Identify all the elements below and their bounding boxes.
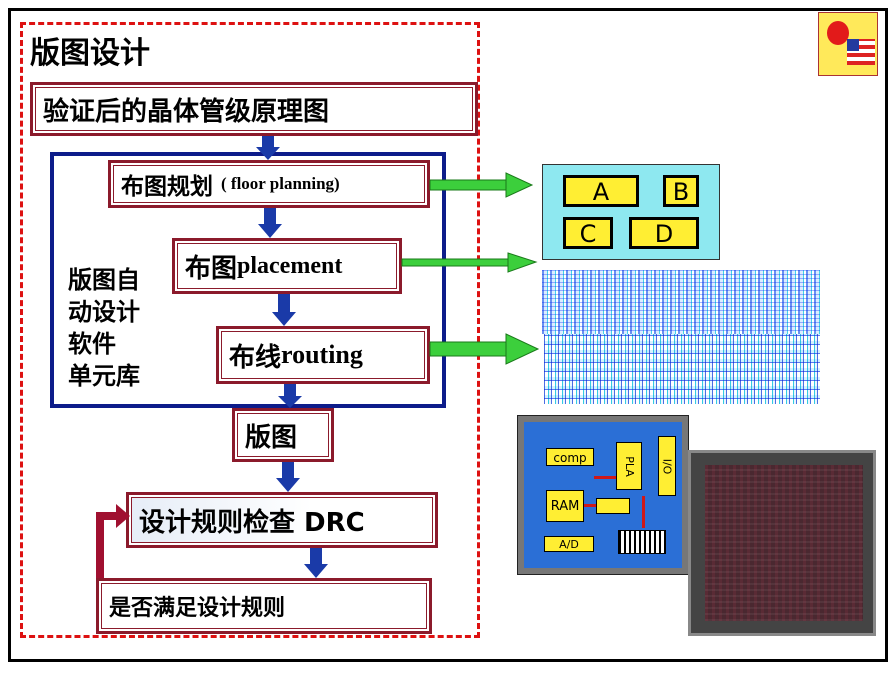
- block-a-label: A: [592, 178, 610, 206]
- drc-box: 设计规则检查 DRC: [126, 492, 438, 548]
- placement-en: placement: [237, 252, 343, 279]
- io-label: I/O: [660, 458, 674, 474]
- arrow-down-2: [258, 208, 282, 238]
- wire-red-2: [584, 504, 596, 507]
- block-a: A: [563, 175, 639, 207]
- blue-arrows: [256, 136, 328, 578]
- flag-canton: [847, 39, 859, 51]
- register-block: [596, 498, 630, 514]
- satisfy-label: 是否满足设计规则: [109, 596, 286, 621]
- schematic-box: 验证后的晶体管级原理图: [30, 82, 478, 136]
- balloon-icon: [827, 21, 849, 45]
- ram-label: RAM: [550, 499, 580, 514]
- arrow-down-3: [272, 294, 296, 326]
- dashed-frame: [20, 22, 480, 638]
- schematic-label: 验证后的晶体管级原理图: [43, 96, 330, 127]
- block-c: C: [563, 217, 613, 249]
- routing-box: 布线 routing: [216, 326, 430, 384]
- routing-cn: 布线: [229, 342, 282, 373]
- corner-decoration-icon: [818, 12, 878, 76]
- pla-label: PLA: [622, 455, 636, 477]
- auto-design-frame: [50, 152, 446, 408]
- drc-label: 设计规则检查 DRC: [139, 507, 365, 538]
- arrow-down-6: [304, 548, 328, 578]
- die-core: [705, 465, 863, 621]
- green-arrows: [401, 172, 540, 365]
- feedback-arrow: [96, 504, 130, 578]
- arrow-down-1: [256, 136, 280, 160]
- layout-box: 版图: [232, 408, 334, 462]
- wire-red-3: [642, 496, 645, 528]
- block-c-label: C: [579, 220, 597, 248]
- routing-en: routing: [281, 340, 363, 369]
- placement-image: [542, 270, 820, 334]
- floorplan-cn: 布图规划: [121, 174, 213, 200]
- satisfy-box: 是否满足设计规则: [96, 578, 432, 634]
- side-line-4: 单元库: [68, 362, 140, 390]
- arrow-down-5: [276, 462, 300, 492]
- side-label: 版图自 动设计 软件 单元库: [68, 264, 140, 392]
- block-b: B: [663, 175, 699, 207]
- arrow-down-4: [278, 384, 302, 408]
- side-line-2: 动设计: [68, 298, 140, 326]
- pad-block: [618, 530, 666, 554]
- ad-label: A/D: [559, 538, 579, 551]
- page-title: 版图设计: [30, 36, 150, 71]
- green-arrow-1: [429, 172, 534, 198]
- pla-block: PLA: [616, 442, 642, 490]
- floorplan-diagram: A B C D: [542, 164, 720, 260]
- layout-label: 版图: [245, 422, 298, 453]
- comp-block: comp: [546, 448, 594, 466]
- comp-label: comp: [553, 451, 587, 465]
- outer-frame: [8, 8, 888, 662]
- block-d-label: D: [654, 220, 674, 248]
- placement-box: 布图 placement: [172, 238, 402, 294]
- die-photo: [688, 450, 876, 636]
- ram-block: RAM: [546, 490, 584, 522]
- placement-cn: 布图: [185, 253, 238, 284]
- green-arrow-3: [429, 333, 540, 365]
- wire-red-1: [594, 476, 616, 479]
- floorplan-box: 布图规划 ( floor planning): [108, 160, 430, 208]
- ad-block: A/D: [544, 536, 594, 552]
- side-line-1: 版图自: [68, 266, 140, 294]
- floorplan-en: ( floor planning): [221, 174, 340, 193]
- io-block: I/O: [658, 436, 676, 496]
- block-d: D: [629, 217, 699, 249]
- chip-diagram: comp PLA I/O RAM A/D: [517, 415, 689, 575]
- routing-image: [544, 334, 820, 404]
- block-b-label: B: [672, 178, 690, 206]
- green-arrow-2: [401, 252, 538, 273]
- side-line-3: 软件: [68, 330, 116, 358]
